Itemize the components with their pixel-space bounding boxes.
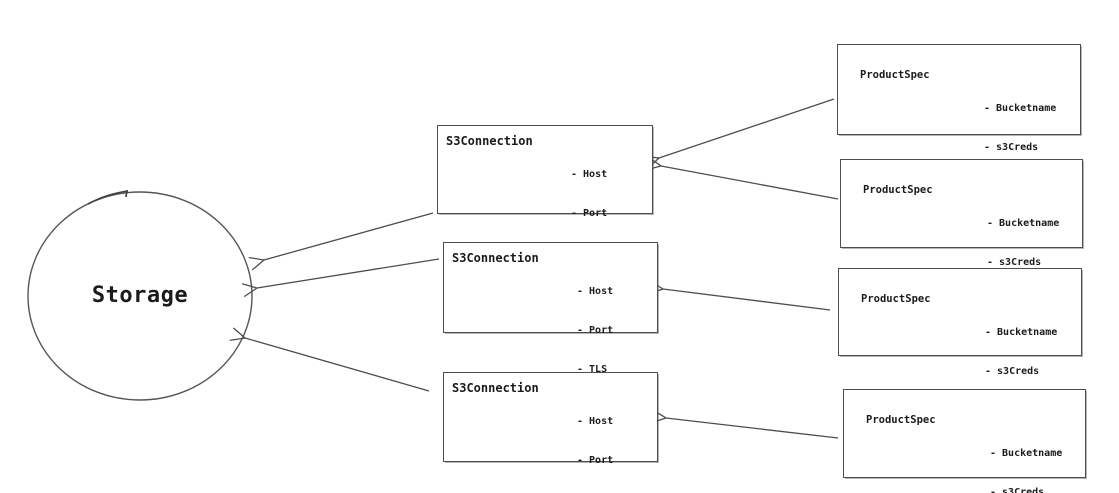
- arrow-s3-3-to-storage: [229, 327, 430, 392]
- productspec-title: ProductSpec: [861, 293, 931, 305]
- attribute-bucketname: - Bucketname: [985, 327, 1058, 338]
- attribute-bucketname: - Bucketname: [984, 103, 1057, 114]
- productspec-title: ProductSpec: [863, 184, 933, 196]
- s3connection-title: S3Connection: [452, 381, 539, 395]
- attribute-s3creds: - s3Creds: [987, 257, 1042, 268]
- attribute-port: - Port: [571, 208, 608, 219]
- attribute-bucketname: - Bucketname: [987, 218, 1060, 229]
- storage-circle-sketch-seam: [87, 189, 129, 205]
- s3connection-attribute-list: - Host - Port - TLS: [577, 389, 613, 493]
- attribute-host: - Host: [577, 416, 614, 427]
- attribute-s3creds: - s3Creds: [990, 487, 1045, 493]
- arrow-ps4-to-s3-3: [651, 409, 839, 439]
- arrow-ps3-to-s3-2: [648, 280, 831, 311]
- attribute-port: - Port: [577, 325, 614, 336]
- arrow-ps1-to-s3-1: [643, 98, 835, 170]
- attribute-s3creds: - s3Creds: [984, 142, 1039, 153]
- arrow-ps2-to-s3-1: [645, 156, 839, 200]
- productspec-node-4: ProductSpec - Bucketname - s3Creds: [843, 389, 1086, 493]
- attribute-tls: - TLS: [577, 364, 608, 375]
- productspec-node-2: ProductSpec - Bucketname - s3Creds: [840, 159, 1083, 268]
- attribute-bucketname: - Bucketname: [990, 448, 1063, 459]
- productspec-title: ProductSpec: [866, 414, 936, 426]
- storage-node-label: Storage: [91, 283, 189, 308]
- productspec-title: ProductSpec: [860, 69, 930, 81]
- s3connection-title: S3Connection: [452, 251, 539, 265]
- arrow-s3-2-to-storage: [241, 258, 440, 298]
- productspec-node-1: ProductSpec - Bucketname - s3Creds: [837, 44, 1081, 153]
- s3connection-node-3: S3Connection - Host - Port - TLS: [443, 372, 658, 466]
- attribute-port: - Port: [577, 455, 614, 466]
- s3connection-node-2: S3Connection - Host - Port - TLS: [443, 242, 658, 375]
- productspec-node-3: ProductSpec - Bucketname - s3Creds: [838, 268, 1082, 377]
- attribute-s3creds: - s3Creds: [985, 366, 1040, 377]
- arrow-s3-1-to-storage: [248, 212, 434, 271]
- productspec-attribute-list: - Bucketname - s3Creds: [987, 191, 1059, 295]
- s3connection-attribute-list: - Host - Port - TLS: [577, 259, 613, 402]
- s3connection-node-1: S3Connection - Host - Port - TLS: [437, 125, 653, 258]
- productspec-attribute-list: - Bucketname - s3Creds: [985, 300, 1057, 404]
- s3connection-title: S3Connection: [446, 134, 533, 148]
- attribute-host: - Host: [577, 286, 614, 297]
- attribute-host: - Host: [571, 169, 608, 180]
- productspec-attribute-list: - Bucketname - s3Creds: [984, 76, 1056, 180]
- productspec-attribute-list: - Bucketname - s3Creds: [990, 421, 1062, 493]
